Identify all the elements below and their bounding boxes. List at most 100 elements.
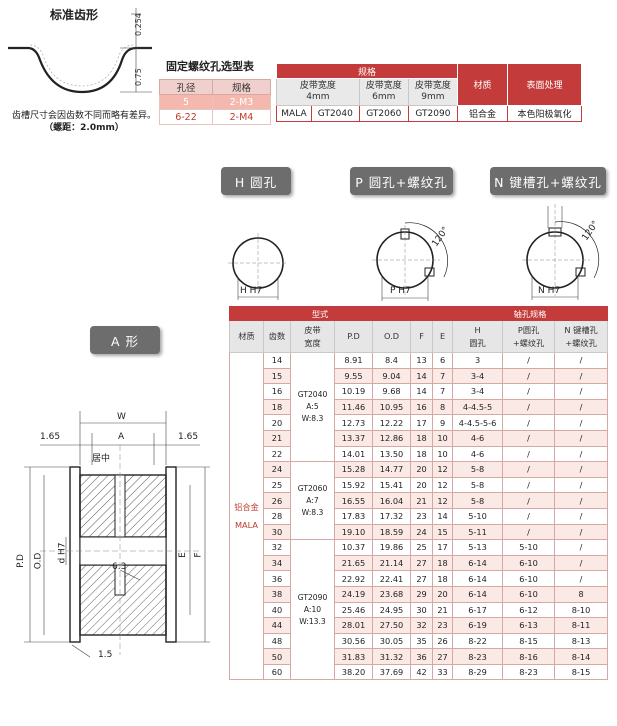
n-bore-drawing (522, 204, 600, 300)
pd-cell: 31.83 (334, 648, 373, 665)
n-bore-cell: / (554, 398, 609, 416)
p-bore-drawing (372, 222, 448, 301)
n-bore-cell: / (554, 429, 609, 447)
group-shaft-header: 轴孔规格 (452, 306, 609, 321)
teeth-cell: 25 (263, 476, 291, 494)
pd-cell: 28.01 (334, 617, 373, 634)
p-bore-cell: 8-15 (502, 632, 556, 650)
h-bore-cell: 6-14 (452, 554, 504, 572)
h-bore-cell: 3-4 (452, 367, 504, 385)
tooth-note: 齿槽尺寸会因齿数不同而略有差异。 （螺距：2.0mm） (4, 110, 164, 134)
screw-table-title: 固定螺纹孔选型表 (166, 60, 254, 73)
group-blank-header (410, 306, 454, 321)
material-header: 材质 (457, 63, 508, 106)
tooth-profile-drawing: 0.254 0.75 (8, 8, 152, 94)
pd-cell: 12.73 (334, 414, 373, 431)
teeth-cell: 34 (263, 554, 291, 572)
p-bore-cell: 6-10 (502, 570, 556, 587)
e-cell: 17 (432, 539, 454, 556)
od-cell: 13.50 (371, 445, 412, 463)
n-bore-cell: / (554, 414, 609, 431)
h-bore-cell: 6-14 (452, 570, 504, 587)
code-gt2060: GT2060 (358, 105, 409, 122)
pd-cell: 30.56 (334, 632, 373, 650)
pd-cell: 16.55 (334, 492, 373, 509)
n-bore-cell: / (554, 492, 609, 509)
p-dim-label: P H7 (390, 286, 411, 296)
p-bore-cell: / (502, 476, 556, 494)
od-cell: 9.68 (371, 383, 412, 400)
tooth-dim-top: 0.254 (134, 13, 143, 36)
od-cell: 23.68 (371, 585, 412, 603)
h-bore-cell: 6-17 (452, 601, 504, 619)
n-bore-cell: / (554, 461, 609, 478)
pd-cell: 17.83 (334, 507, 373, 525)
column-header-3: P.D (334, 320, 373, 353)
od-cell: 9.04 (371, 367, 412, 385)
teeth-cell: 50 (263, 648, 291, 665)
e-cell: 14 (432, 507, 454, 525)
a-dim-a: A (118, 432, 125, 442)
n-bore-cell: / (554, 523, 609, 541)
f-cell: 21 (410, 492, 434, 509)
code-gt2090: GT2090 (407, 105, 459, 122)
h-bore-cell: 5-11 (452, 523, 504, 541)
shape-a-button[interactable]: A 形 (90, 326, 160, 354)
p-bore-cell: 6-13 (502, 617, 556, 634)
pd-cell: 24.19 (334, 585, 373, 603)
code-mala: MALA (276, 105, 312, 122)
a-left-gap: 1.65 (40, 432, 61, 442)
pd-cell: 15.92 (334, 476, 373, 494)
pd-cell: 11.46 (334, 398, 373, 416)
pd-cell: 10.19 (334, 383, 373, 400)
e-cell: 7 (432, 383, 454, 400)
f-cell: 29 (410, 585, 434, 603)
h-bore-cell: 3-4 (452, 383, 504, 400)
a-dim-pd: P.D (15, 554, 26, 568)
teeth-cell: 24 (263, 461, 291, 478)
shape-h-button[interactable]: H 圆孔 (221, 167, 291, 195)
od-cell: 37.69 (371, 663, 412, 681)
f-cell: 14 (410, 383, 434, 400)
pd-cell: 13.37 (334, 429, 373, 447)
n-bore-cell: 8-10 (554, 601, 609, 619)
a-right-gap: 1.65 (178, 432, 199, 442)
f-cell: 20 (410, 476, 434, 494)
p-bore-cell: / (502, 507, 556, 525)
p-bore-cell: / (502, 523, 556, 541)
tooth-dim-side: 0.75 (134, 68, 143, 86)
p-bore-cell: / (502, 445, 556, 463)
a-thread-label: 6.3 (112, 562, 127, 572)
h-bore-cell: 6-19 (452, 617, 504, 634)
teeth-cell: 21 (263, 429, 291, 447)
od-cell: 24.95 (371, 601, 412, 619)
a-center-label: 居中 (92, 454, 111, 464)
p-bore-cell: / (502, 492, 556, 509)
od-cell: 30.05 (371, 632, 412, 650)
teeth-cell: 28 (263, 507, 291, 525)
shape-n-button[interactable]: N 键槽孔+螺纹孔 (490, 167, 606, 195)
h-bore-cell: 8-29 (452, 663, 504, 681)
n-bore-cell: / (554, 367, 609, 385)
od-cell: 14.77 (371, 461, 412, 478)
od-cell: 22.41 (371, 570, 412, 587)
column-header-9: N 键槽孔+螺纹孔 (554, 320, 609, 353)
n-bore-cell: / (554, 507, 609, 525)
p-bore-cell: 6-10 (502, 585, 556, 603)
f-cell: 32 (410, 617, 434, 634)
teeth-cell: 32 (263, 539, 291, 556)
shape-p-button[interactable]: P 圆孔+螺纹孔 (350, 167, 453, 195)
p-bore-cell: / (502, 367, 556, 385)
screw-header-bore: 孔径 (159, 79, 213, 95)
